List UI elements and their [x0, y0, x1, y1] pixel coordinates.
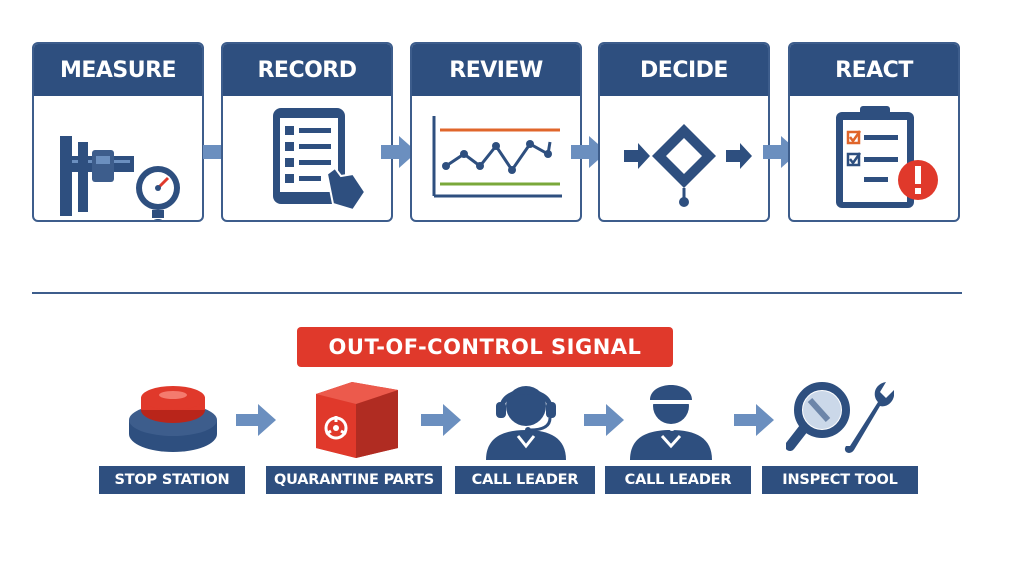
tablet-checklist-icon — [273, 108, 367, 212]
step-record: RECORD — [221, 42, 393, 222]
biohazard-box-icon — [316, 382, 398, 458]
step-label: REVIEW — [412, 44, 580, 96]
step-review: REVIEW — [410, 42, 582, 222]
headset-person-icon — [630, 385, 712, 460]
arrow-right-icon — [584, 404, 624, 436]
control-chart-icon — [432, 116, 562, 198]
action-label-call-leader-2: CALL LEADER — [605, 466, 751, 494]
step-label: REACT — [790, 44, 958, 96]
caliper-gauge-icon — [60, 136, 180, 220]
magnifier-wrench-icon — [786, 382, 894, 453]
stop-button-icon — [129, 386, 217, 452]
action-label-call-leader: CALL LEADER — [455, 466, 595, 494]
arrow-right-icon — [381, 136, 417, 168]
arrow-right-icon — [734, 404, 774, 436]
step-decide: DECIDE — [598, 42, 770, 222]
clipboard-alert-icon — [836, 106, 938, 208]
headset-person-icon — [486, 386, 566, 460]
arrow-right-icon — [421, 404, 461, 436]
action-label-stop-station: STOP STATION — [99, 466, 245, 494]
step-label: DECIDE — [600, 44, 768, 96]
step-label: MEASURE — [34, 44, 202, 96]
out-of-control-signal-banner: OUT-OF-CONTROL SIGNAL — [297, 327, 673, 367]
step-measure: MEASURE — [32, 42, 204, 222]
section-divider — [32, 292, 962, 294]
step-react: REACT — [788, 42, 960, 222]
action-label-quarantine-parts: QUARANTINE PARTS — [266, 466, 442, 494]
arrow-right-icon — [236, 404, 276, 436]
step-label: RECORD — [223, 44, 391, 96]
action-label-inspect-tool: INSPECT TOOL — [762, 466, 918, 494]
decision-diamond-icon — [624, 124, 752, 207]
